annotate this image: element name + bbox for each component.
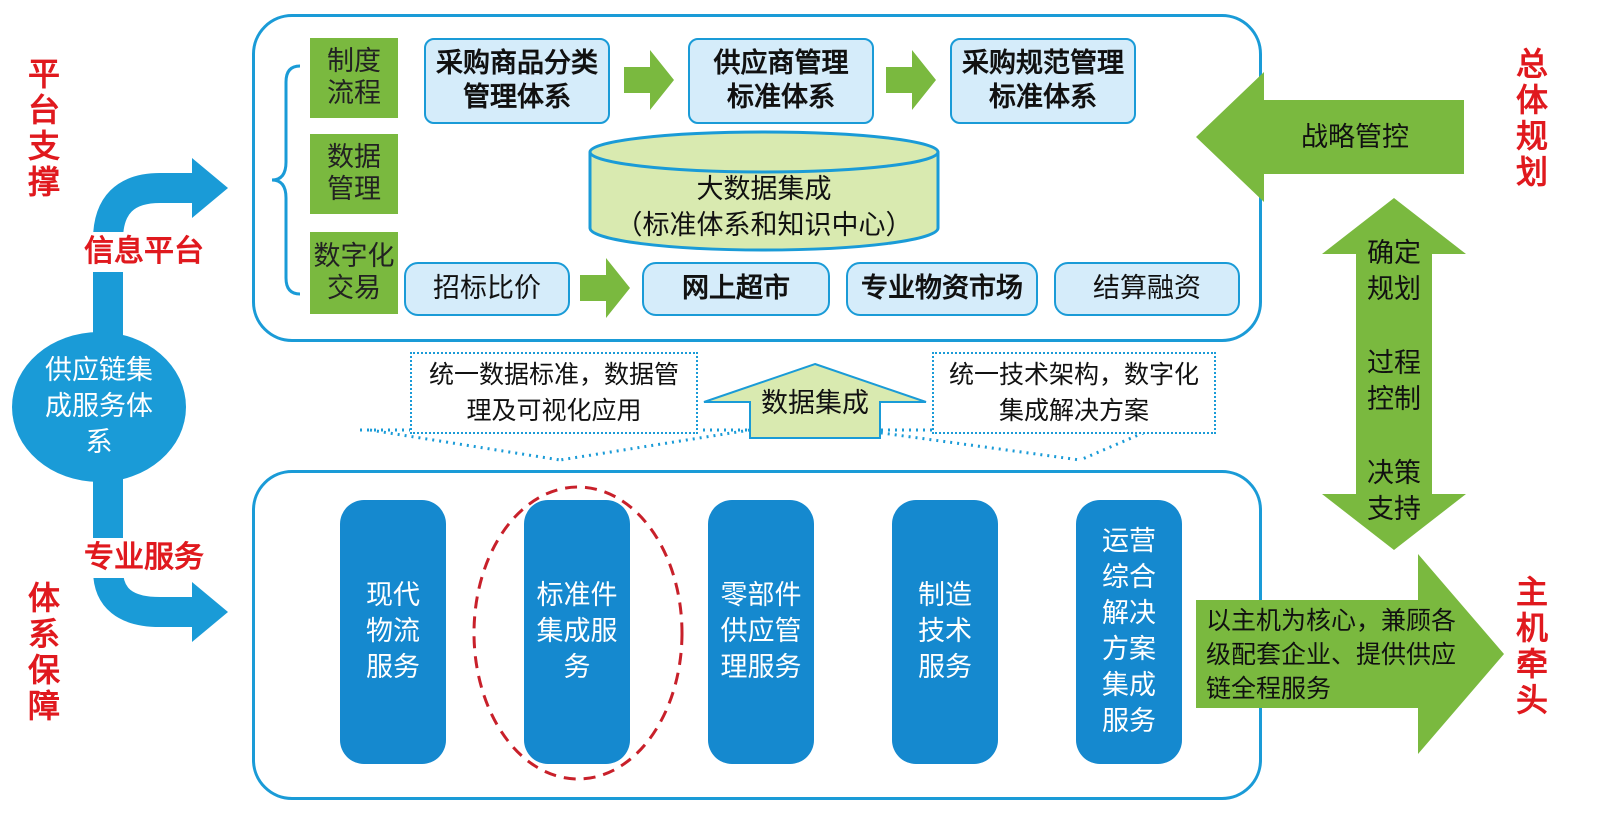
highlight-dashed-ellipse xyxy=(472,485,684,781)
side-label-host-lead: 主机牵头 xyxy=(1515,573,1548,719)
service-pill-manufacturing-tech: 制造技术服务 xyxy=(892,500,998,764)
side-label-platform-support: 平台支撑 xyxy=(27,55,60,201)
service-pill-components: 零部件供应管理服务 xyxy=(708,500,814,764)
top-brace xyxy=(271,64,301,296)
service-pill-operation-solution: 运营综合解决方案集成服务 xyxy=(1076,500,1182,764)
planning-text-2: 过程控制 xyxy=(1367,348,1421,415)
service-pill-logistics: 现代物流服务 xyxy=(340,500,446,764)
box-supplier-management: 供应商管理标准体系 xyxy=(688,38,874,124)
supply-chain-ellipse-text: 供应链集成服务体系 xyxy=(45,355,153,458)
service-pill-standard-parts: 标准件集成服务 xyxy=(524,500,630,764)
unified-data-standard-box: 统一数据标准，数据管理及可视化应用 xyxy=(410,352,698,434)
tag-digital-trade: 数字化交易 xyxy=(310,232,398,314)
planning-text-3: 决策支持 xyxy=(1367,458,1421,525)
side-label-overall-planning: 总体规划 xyxy=(1515,45,1548,191)
box-online-market: 网上超市 xyxy=(642,262,830,316)
host-lead-arrow xyxy=(1196,554,1504,754)
strategy-control-arrow xyxy=(1196,72,1464,202)
cylinder-text: 大数据集成 （标准体系和知识中心） xyxy=(615,174,913,241)
tag-data-management: 数据管理 xyxy=(310,134,398,214)
box-material-market: 专业物资市场 xyxy=(846,262,1038,316)
tag-system-process: 制度流程 xyxy=(310,38,398,118)
box-procurement-classification: 采购商品分类管理体系 xyxy=(424,38,610,124)
info-platform-label: 信息平台 xyxy=(74,232,214,272)
arrow-right-green xyxy=(624,50,674,110)
pro-service-label: 专业服务 xyxy=(74,538,214,578)
strategy-control-label: 战略管控 xyxy=(1301,122,1409,153)
arrow-right-green xyxy=(580,258,630,318)
planning-text-1: 确定规划 xyxy=(1367,238,1421,305)
data-integration-arrow xyxy=(703,362,927,439)
planning-double-arrow xyxy=(1322,198,1466,550)
arrow-right-green xyxy=(886,50,936,110)
host-lead-text: 以主机为核心，兼顾各级配套企业、提供供应链全程服务 xyxy=(1206,606,1457,703)
box-procurement-spec: 采购规范管理标准体系 xyxy=(950,38,1136,124)
unified-tech-arch-box: 统一技术架构，数字化集成解决方案 xyxy=(932,352,1216,434)
big-data-cylinder xyxy=(588,130,940,252)
side-label-system-guarantee: 体系保障 xyxy=(27,579,60,725)
supply-chain-ellipse: 供应链集成服务体系 xyxy=(12,332,186,482)
box-bidding: 招标比价 xyxy=(404,262,570,316)
data-integration-label: 数据集成 xyxy=(761,388,869,419)
box-settlement-finance: 结算融资 xyxy=(1054,262,1240,316)
